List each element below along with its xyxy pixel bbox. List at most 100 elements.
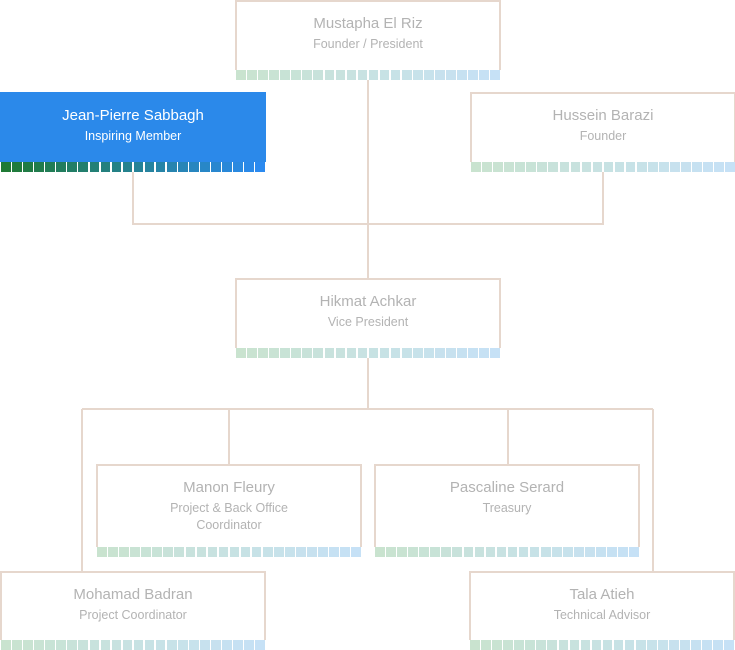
strip-segment <box>457 348 467 358</box>
strip-segment <box>691 640 701 650</box>
strip-segment <box>525 640 535 650</box>
strip-segment <box>479 348 489 358</box>
strip-segment <box>413 348 423 358</box>
strip-segment <box>155 640 166 650</box>
strip-segment <box>119 547 129 557</box>
strip-segment <box>251 547 262 557</box>
strip-segment <box>351 547 361 557</box>
node-role: Project Coordinator <box>79 608 187 622</box>
strip-segment <box>166 162 177 172</box>
strip-segment <box>329 547 339 557</box>
strip-segment <box>56 640 66 650</box>
strip-segment <box>324 348 335 358</box>
strip-segment <box>229 547 240 557</box>
strip-segment <box>537 162 547 172</box>
strip-segment <box>375 547 385 557</box>
strip-segment <box>379 70 390 80</box>
strip-segment <box>155 162 166 172</box>
node-role: Vice President <box>327 315 409 329</box>
node-mohamad-badran[interactable]: Mohamad Badran Project Coordinator <box>0 571 266 650</box>
strip-segment <box>12 640 22 650</box>
strip-segment <box>446 348 456 358</box>
strip-segment <box>247 348 257 358</box>
color-strip <box>374 547 640 557</box>
node-mustapha-el-riz[interactable]: Mustapha El Riz Founder / President <box>235 0 501 80</box>
strip-segment <box>346 348 357 358</box>
strip-segment <box>302 348 312 358</box>
strip-segment <box>515 162 525 172</box>
node-role: Inspiring Member <box>84 129 182 143</box>
strip-segment <box>189 640 199 650</box>
strip-segment <box>269 70 279 80</box>
node-pascaline-serard[interactable]: Pascaline Serard Treasury <box>374 464 640 557</box>
strip-segment <box>89 640 100 650</box>
strip-segment <box>536 640 546 650</box>
strip-segment <box>218 547 229 557</box>
strip-segment <box>233 162 243 172</box>
node-name: Pascaline Serard <box>449 479 565 496</box>
strip-segment <box>211 640 221 650</box>
strip-segment <box>233 640 243 650</box>
strip-segment <box>324 70 335 80</box>
color-strip <box>470 162 735 172</box>
strip-segment <box>681 162 691 172</box>
strip-segment <box>262 547 273 557</box>
node-name: Mohamad Badran <box>73 586 193 603</box>
strip-segment <box>1 162 11 172</box>
node-jean-pierre-sabbagh[interactable]: Jean-Pierre Sabbagh Inspiring Member <box>0 92 266 172</box>
strip-segment <box>12 162 22 172</box>
strip-segment <box>635 640 646 650</box>
strip-segment <box>291 70 301 80</box>
strip-segment <box>307 547 317 557</box>
strip-segment <box>97 547 107 557</box>
strip-segment <box>144 162 155 172</box>
strip-segment <box>178 640 188 650</box>
strip-segment <box>247 70 257 80</box>
strip-segment <box>470 640 480 650</box>
strip-segment <box>540 547 551 557</box>
node-hussein-barazi[interactable]: Hussein Barazi Founder <box>470 92 735 172</box>
strip-segment <box>424 348 434 358</box>
strip-segment <box>130 547 140 557</box>
strip-segment <box>613 640 624 650</box>
strip-segment <box>419 547 429 557</box>
strip-segment <box>596 547 606 557</box>
strip-segment <box>280 70 290 80</box>
strip-segment <box>603 162 614 172</box>
strip-segment <box>390 70 401 80</box>
node-hikmat-achkar[interactable]: Hikmat Achkar Vice President <box>235 278 501 358</box>
strip-segment <box>585 547 595 557</box>
color-strip <box>235 70 501 80</box>
strip-segment <box>335 348 346 358</box>
strip-segment <box>468 348 478 358</box>
strip-segment <box>514 640 524 650</box>
node-manon-fleury[interactable]: Manon Fleury Project & Back Office Coord… <box>96 464 362 557</box>
strip-segment <box>222 162 232 172</box>
strip-segment <box>111 640 122 650</box>
strip-segment <box>397 547 407 557</box>
strip-segment <box>78 640 88 650</box>
strip-segment <box>163 547 173 557</box>
node-tala-atieh[interactable]: Tala Atieh Technical Advisor <box>469 571 735 650</box>
strip-segment <box>34 640 44 650</box>
strip-segment <box>23 640 33 650</box>
strip-segment <box>122 640 133 650</box>
strip-segment <box>255 640 265 650</box>
strip-segment <box>45 640 55 650</box>
strip-segment <box>636 162 647 172</box>
strip-segment <box>111 162 122 172</box>
strip-segment <box>189 162 199 172</box>
node-name: Jean-Pierre Sabbagh <box>62 107 204 124</box>
strip-segment <box>692 162 702 172</box>
color-strip <box>0 640 266 650</box>
strip-segment <box>207 547 218 557</box>
color-strip <box>235 348 501 358</box>
strip-segment <box>78 162 88 172</box>
strip-segment <box>255 162 265 172</box>
node-role: Founder <box>579 129 627 143</box>
strip-segment <box>379 348 390 358</box>
strip-segment <box>89 162 100 172</box>
strip-segment <box>592 162 603 172</box>
strip-segment <box>504 162 514 172</box>
strip-segment <box>493 162 503 172</box>
